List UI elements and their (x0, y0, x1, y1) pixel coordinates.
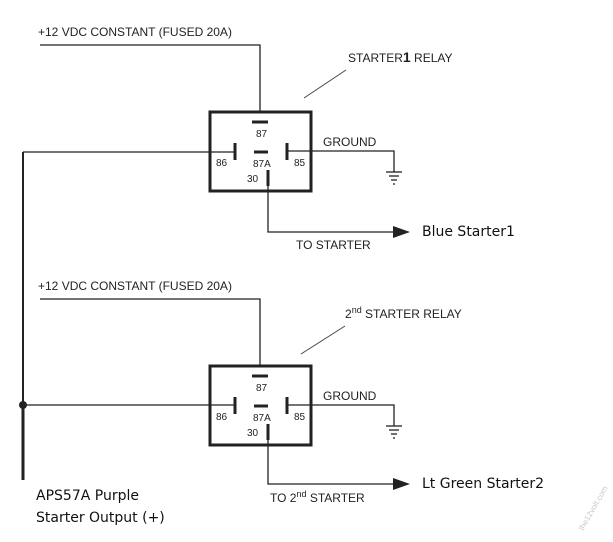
relay-1-pin-30-label: 30 (247, 174, 259, 185)
relay-1-output-wire (267, 186, 395, 233)
relay-2-pin-87-label: 87 (256, 383, 268, 394)
junction-dot (19, 401, 27, 409)
relay-1-output-arrow-icon (393, 226, 410, 238)
relay-1-pin-86-label: 86 (216, 158, 228, 169)
relay-1-to-starter-label: TO STARTER (296, 238, 371, 252)
relay-1-pin-87-label: 87 (256, 129, 268, 140)
relay-2-supply-wire (40, 298, 261, 366)
relay-2-supply-label: +12 VDC CONSTANT (FUSED 20A) (38, 279, 232, 293)
relay-1-ground-label: GROUND (323, 135, 377, 149)
relay-2-title: 2nd STARTER RELAY (345, 305, 462, 321)
relay-2-pin-85-label: 85 (294, 412, 306, 423)
relay-2-output-wire (267, 440, 395, 485)
relay-2-pin-30-label: 30 (247, 428, 259, 439)
relay-1-supply-label: +12 VDC CONSTANT (FUSED 20A) (38, 25, 232, 39)
source-label-line2: Starter Output (+) (36, 510, 165, 526)
relay-1-ground-icon (386, 171, 402, 185)
relay-2-output-label: Lt Green Starter2 (422, 476, 544, 492)
relay-1-title-leader (303, 69, 347, 99)
relay-2-title-leader (300, 325, 346, 355)
relay-2-ground-icon (386, 425, 402, 439)
relay-2: +12 VDC CONSTANT (FUSED 20A) 2nd STARTER… (38, 279, 544, 505)
relay-2-ground-label: GROUND (323, 389, 377, 403)
relay-2-pin-87a-label: 87A (253, 413, 271, 424)
relay-1-ground-wire (287, 150, 395, 172)
source-trunk: APS57A Purple Starter Output (+) (19, 151, 235, 526)
relay-1-pin-85-label: 85 (294, 158, 306, 169)
relay-2-ground-wire (287, 404, 395, 426)
relay-1-output-label: Blue Starter1 (422, 224, 515, 240)
source-label-line1: APS57A Purple (36, 488, 139, 504)
relay-1-title: STARTER1 RELAY (348, 49, 453, 65)
relay-2-output-arrow-icon (393, 478, 410, 490)
relay-2-pin-86-label: 86 (216, 412, 228, 423)
relay-1-pin-87a-label: 87A (253, 159, 271, 170)
relay-1-supply-wire (40, 44, 261, 112)
relay-1: +12 VDC CONSTANT (FUSED 20A) STARTER1 RE… (38, 25, 515, 252)
relay-2-to-starter-label: TO 2nd STARTER (270, 489, 365, 505)
watermark: the12volt.com (577, 484, 610, 532)
